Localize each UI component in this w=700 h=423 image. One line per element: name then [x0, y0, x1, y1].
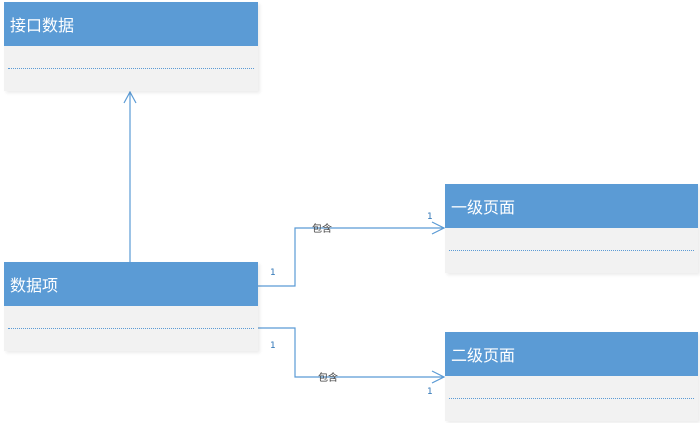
multiplicity-target-first: 1: [427, 212, 433, 222]
class-data-item-divider: [8, 328, 254, 329]
class-first-level-page-title: 一级页面: [451, 198, 516, 217]
class-interface-data-title: 接口数据: [10, 16, 75, 35]
class-first-level-page-header: 一级页面: [445, 184, 698, 228]
class-data-item-body: [4, 306, 258, 351]
class-first-level-page[interactable]: 一级页面: [445, 184, 698, 273]
class-second-level-page-header: 二级页面: [445, 332, 698, 376]
class-second-level-page-title: 二级页面: [451, 346, 516, 365]
relation-label-contains-first: 包含: [312, 222, 332, 235]
class-second-level-page[interactable]: 二级页面: [445, 332, 698, 421]
association-contains-second-level[interactable]: [258, 327, 446, 384]
class-interface-data-divider: [8, 68, 254, 69]
class-first-level-page-body: [445, 228, 698, 273]
class-interface-data-header: 接口数据: [4, 2, 258, 46]
relation-label-contains-second: 包含: [318, 371, 338, 384]
multiplicity-target-second: 1: [427, 387, 433, 397]
multiplicity-source-second: 1: [270, 341, 276, 351]
arrow-data-item-to-interface-data[interactable]: [123, 90, 137, 262]
class-second-level-page-body: [445, 376, 698, 421]
class-data-item[interactable]: 数据项: [4, 262, 258, 351]
class-interface-data-body: [4, 46, 258, 91]
class-data-item-title: 数据项: [10, 276, 59, 295]
class-data-item-header: 数据项: [4, 262, 258, 306]
class-first-level-page-divider: [449, 250, 694, 251]
class-interface-data[interactable]: 接口数据: [4, 2, 258, 91]
class-second-level-page-divider: [449, 398, 694, 399]
association-contains-first-level[interactable]: [258, 221, 446, 287]
multiplicity-source-first: 1: [270, 268, 276, 278]
